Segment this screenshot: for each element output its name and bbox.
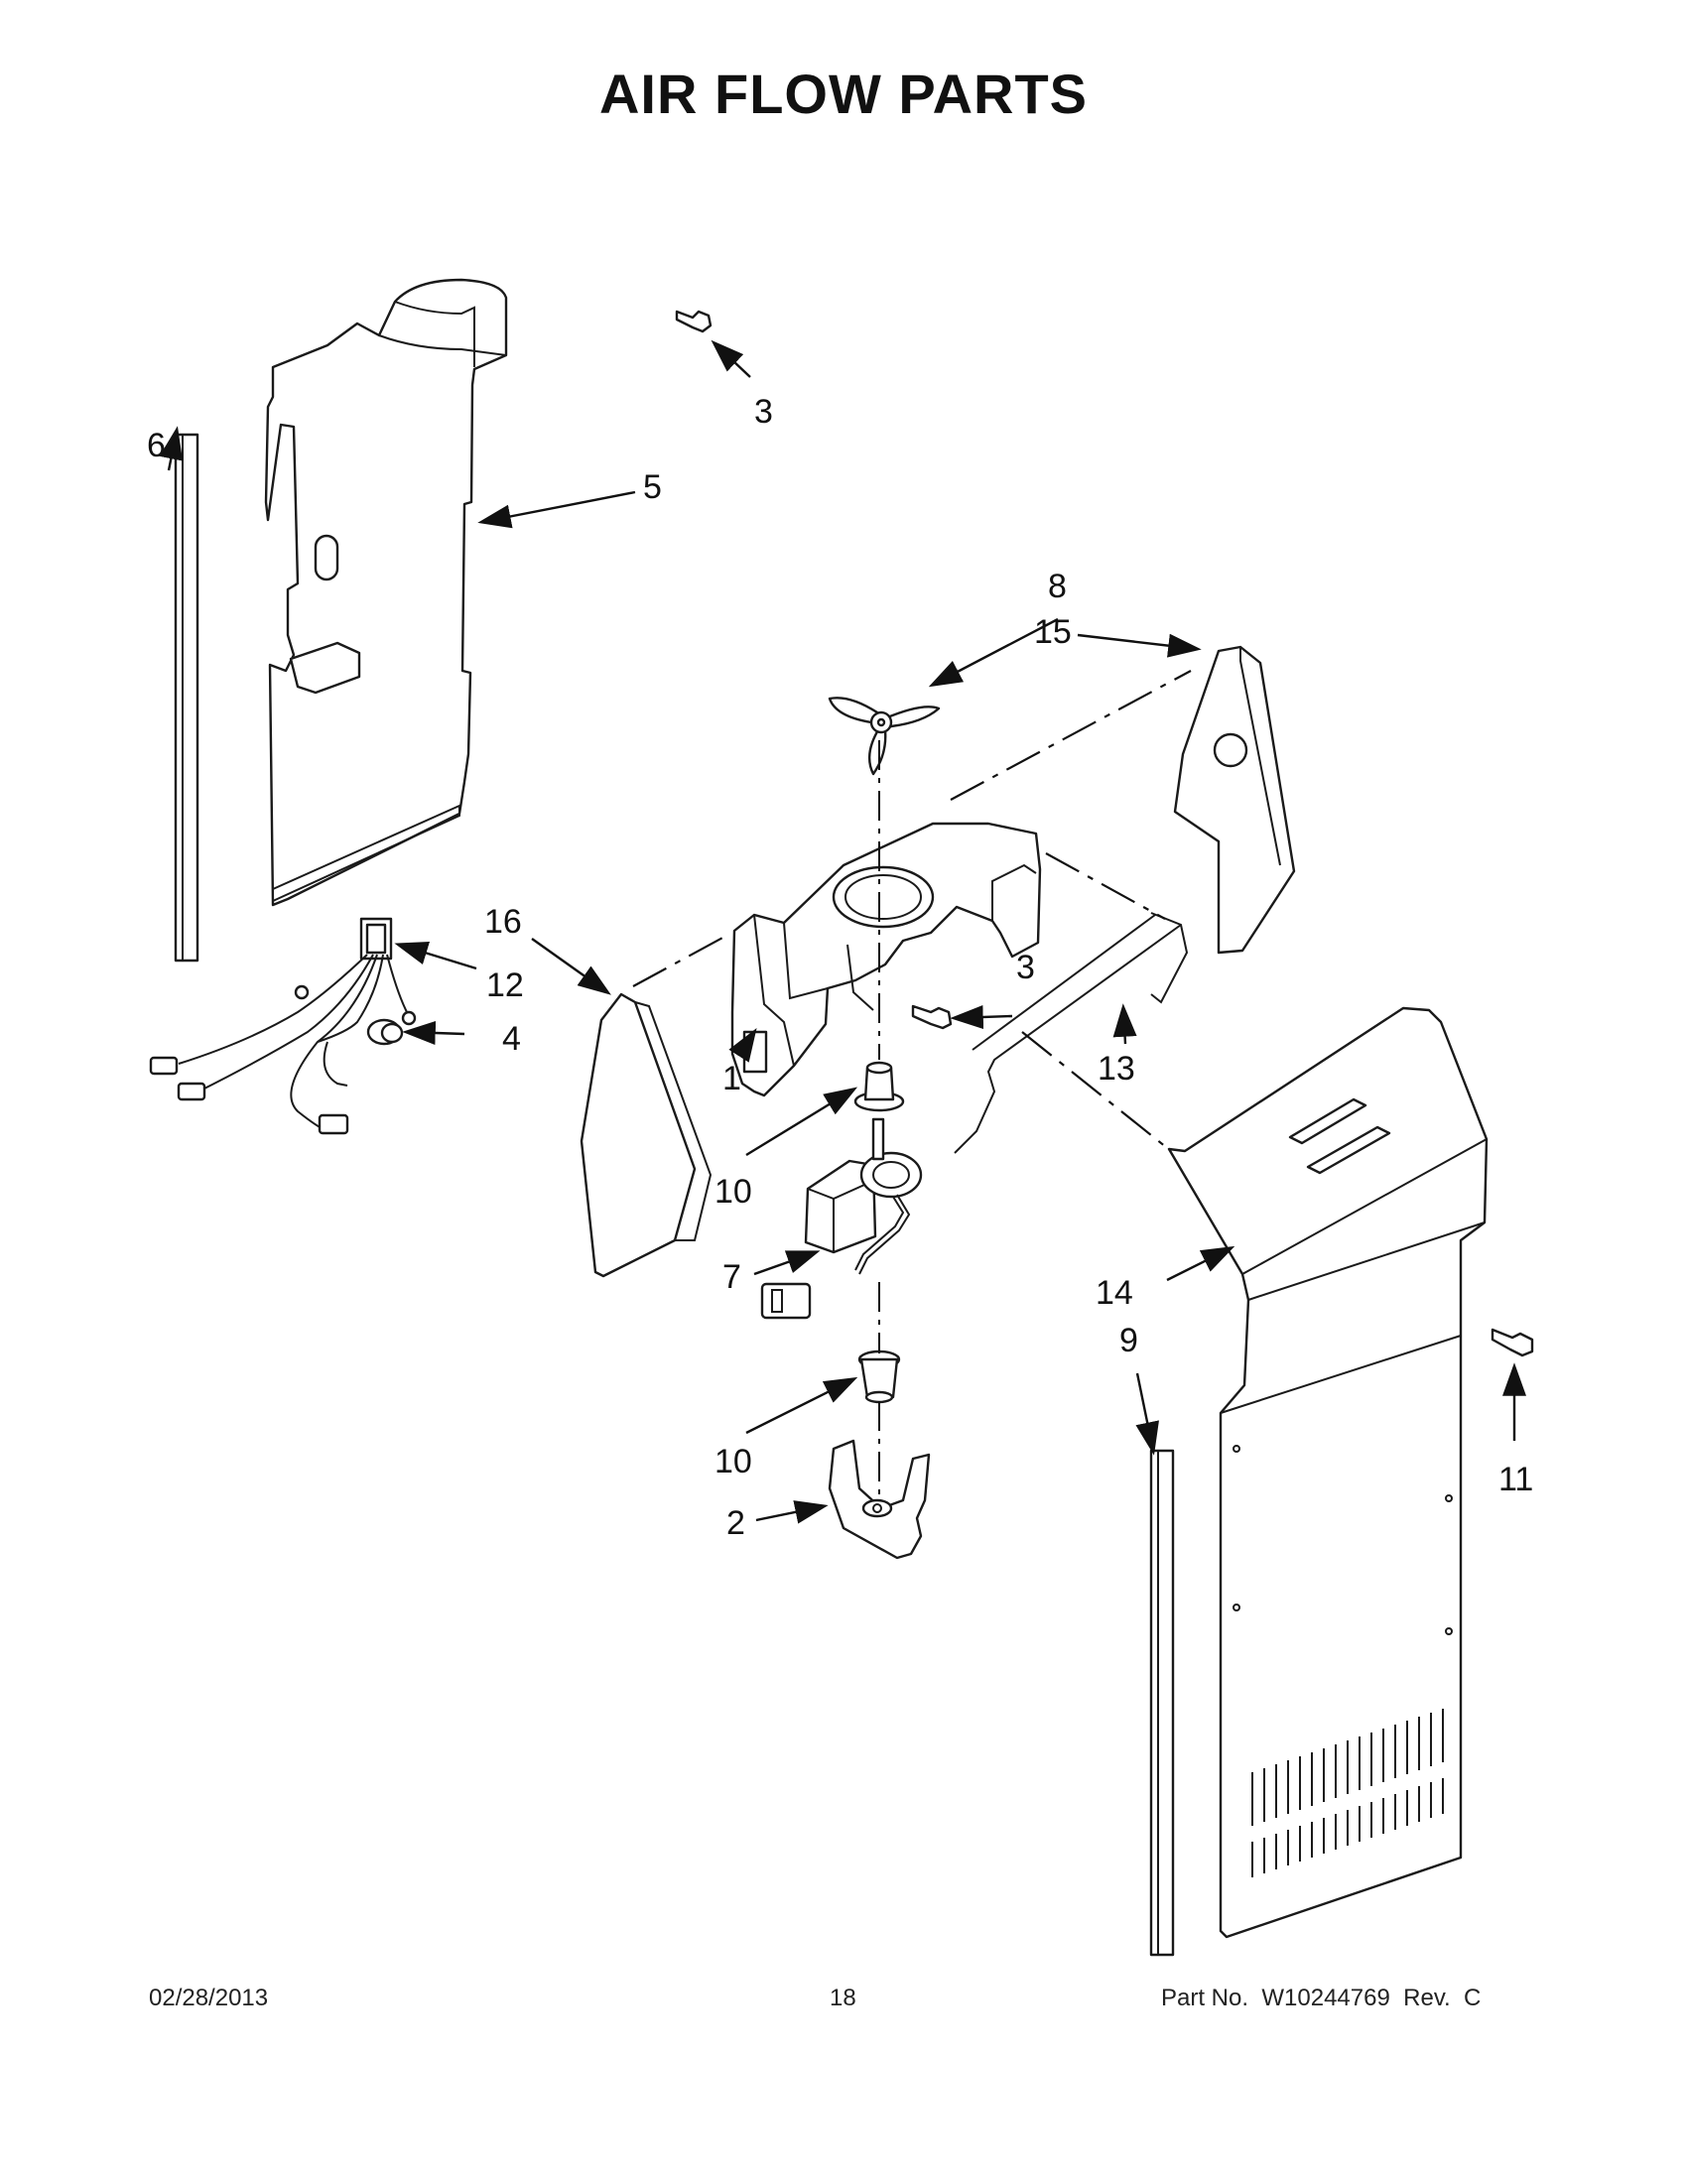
part-4-grommet bbox=[366, 1018, 404, 1046]
part-9-seal-strip bbox=[1149, 1449, 1175, 1957]
callout-6: 6 bbox=[147, 427, 166, 464]
part-15-insulation-right bbox=[1173, 645, 1296, 955]
part-5-air-duct-cover bbox=[264, 278, 508, 907]
part-6-seal-strip bbox=[174, 433, 199, 963]
part-16-insulation-left bbox=[580, 992, 713, 1278]
part-11-screw bbox=[1491, 1328, 1534, 1357]
callout-1: 1 bbox=[722, 1060, 741, 1097]
callout-16: 16 bbox=[484, 903, 522, 941]
callout-15: 15 bbox=[1034, 613, 1072, 651]
part-10-motor-mount-bottom bbox=[857, 1349, 901, 1404]
part-3-screw-mid bbox=[911, 1004, 953, 1030]
callout-4: 4 bbox=[502, 1020, 521, 1058]
part-1-fan-housing bbox=[730, 822, 1042, 1097]
callout-13: 13 bbox=[1098, 1050, 1135, 1088]
callout-12: 12 bbox=[486, 966, 524, 1004]
callout-14: 14 bbox=[1096, 1274, 1133, 1312]
callout-10-bottom: 10 bbox=[714, 1443, 752, 1480]
callout-3-top: 3 bbox=[754, 393, 773, 431]
callout-10-top: 10 bbox=[714, 1173, 752, 1211]
callout-9: 9 bbox=[1119, 1322, 1138, 1359]
part-10-motor-mount-top bbox=[853, 1061, 905, 1112]
part-7-fan-motor bbox=[760, 1117, 923, 1320]
footer-date: 02/28/2013 bbox=[149, 1985, 269, 2011]
page-title: AIR FLOW PARTS bbox=[598, 63, 1089, 125]
alignment-lines bbox=[632, 670, 1192, 1500]
leader-arrows bbox=[159, 339, 1526, 1524]
callout-7: 7 bbox=[722, 1258, 741, 1296]
part-13-wire-bracket bbox=[954, 912, 1189, 1154]
footer-part-number: Part No. W10244769 Rev. C bbox=[1161, 1985, 1482, 2011]
part-2-motor-bracket bbox=[828, 1439, 931, 1560]
part-8-fan-blade bbox=[828, 697, 941, 776]
callout-2: 2 bbox=[726, 1504, 745, 1542]
callout-5: 5 bbox=[643, 468, 662, 506]
callout-8: 8 bbox=[1048, 568, 1067, 605]
part-12-wire-harness bbox=[149, 917, 417, 1135]
part-14-evaporator-cover bbox=[1167, 1006, 1489, 1939]
vent-slots bbox=[1251, 1709, 1444, 1877]
callout-11: 11 bbox=[1498, 1461, 1533, 1498]
part-3-screw-top bbox=[675, 310, 713, 333]
callout-labels: 3 6 5 8 15 16 3 12 4 1 13 10 7 14 9 10 1… bbox=[147, 393, 1533, 1542]
footer-page-number: 18 bbox=[830, 1985, 856, 2011]
callout-3-mid: 3 bbox=[1016, 949, 1035, 986]
